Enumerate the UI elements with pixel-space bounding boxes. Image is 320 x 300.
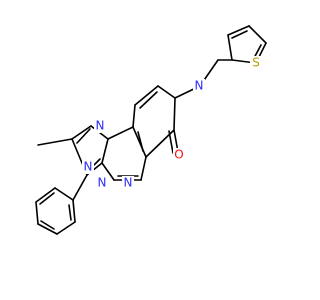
- bond: [227, 34, 233, 61]
- bond: [76, 128, 91, 144]
- atom-o: O: [173, 148, 185, 162]
- molecule-canvas: N N N N N O S: [35, 25, 267, 235]
- bond: [140, 156, 147, 181]
- atom-n2: N: [82, 160, 94, 174]
- svg-text:N: N: [84, 160, 93, 174]
- bond: [137, 131, 144, 152]
- bond: [101, 162, 115, 181]
- bond: [134, 85, 159, 106]
- bond: [71, 125, 92, 140]
- bond: [39, 192, 55, 205]
- svg-text:N: N: [96, 119, 105, 133]
- bond: [72, 199, 76, 223]
- bond: [157, 85, 176, 99]
- bond: [173, 97, 176, 131]
- bond: [139, 91, 158, 109]
- atom-labels: N N N N N O S: [82, 56, 262, 190]
- bond: [231, 30, 248, 39]
- bond: [40, 220, 55, 230]
- bond: [101, 138, 109, 164]
- bond: [56, 221, 76, 235]
- bond: [35, 201, 39, 225]
- bond: [35, 187, 56, 203]
- bond: [227, 25, 250, 36]
- bond: [132, 104, 136, 128]
- bond: [107, 126, 134, 140]
- svg-text:N: N: [98, 176, 107, 190]
- bond: [168, 130, 174, 154]
- bond: [54, 187, 74, 201]
- atom-n3: N: [96, 176, 108, 190]
- atom-n4: N: [122, 176, 134, 190]
- bond: [68, 204, 72, 221]
- atom-n1: N: [94, 119, 106, 133]
- bonds: [35, 25, 267, 235]
- bond: [37, 138, 73, 146]
- bond: [37, 223, 58, 235]
- svg-text:S: S: [252, 56, 260, 70]
- bond: [248, 25, 267, 44]
- svg-text:O: O: [174, 148, 183, 162]
- svg-text:N: N: [195, 79, 204, 93]
- atom-s: S: [250, 56, 262, 70]
- molecule-diagram: N N N N N O S: [35, 25, 267, 235]
- atom-n5: N: [193, 79, 205, 93]
- bond: [132, 126, 147, 158]
- bond: [72, 174, 88, 201]
- svg-text:N: N: [124, 176, 133, 190]
